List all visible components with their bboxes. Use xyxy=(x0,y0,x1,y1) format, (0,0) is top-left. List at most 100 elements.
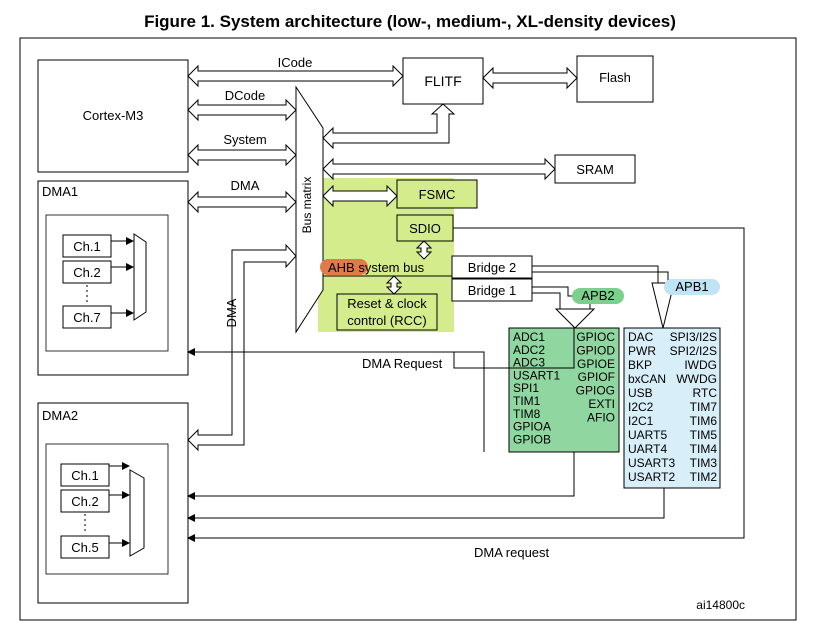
dma2-label: DMA2 xyxy=(42,408,78,423)
sram-block xyxy=(554,154,636,184)
dma-request-upper-label: DMA Request xyxy=(362,356,443,371)
apb2-peripheral-gpioa: GPIOA xyxy=(513,420,551,434)
apb1-peripheral-usart3: USART3 xyxy=(628,456,675,470)
figure-frame xyxy=(19,37,797,621)
apb1-peripheral-wwdg: WWDG xyxy=(676,372,717,386)
apb2-peripheral-spi1: SPI1 xyxy=(513,381,539,395)
dma-request-line-apb1-to-dma2 xyxy=(187,488,665,522)
system-label: System xyxy=(223,132,266,147)
bus-matrix-block xyxy=(295,85,324,334)
flitf-label: FLITF xyxy=(424,73,461,89)
fsmc-block xyxy=(396,179,478,209)
dma-label: DMA xyxy=(231,178,260,193)
apb1-peripheral-bxcan: bxCAN xyxy=(628,372,666,386)
apb1-peripheral-usart2: USART2 xyxy=(628,470,675,484)
apb1-peripheral-i2c1: I2C1 xyxy=(628,414,654,428)
matrix-flitf-arrow xyxy=(322,103,456,150)
flitf-flash-arrow xyxy=(482,66,578,90)
apb1-peripheral-spi3-i2s: SPI3/I2S xyxy=(670,330,717,344)
sdio-ahb-arrow xyxy=(415,240,433,260)
apb2-tag xyxy=(572,288,624,304)
apb2-peripheral-tim8: TIM8 xyxy=(513,407,541,421)
dma1-block xyxy=(37,180,189,376)
apb2-peripheral-gpioc: GPIOC xyxy=(576,330,615,344)
bridge1-block xyxy=(451,278,533,302)
dma1-channel-1 xyxy=(62,234,112,258)
apb1-peripheral-pwr: PWR xyxy=(628,344,656,358)
apb1-peripheral-bkp: BKP xyxy=(628,358,652,372)
apb1-tag xyxy=(664,279,720,295)
flitf-block xyxy=(402,57,484,105)
bridge1-label: Bridge 1 xyxy=(468,283,516,298)
apb2-tag-label: APB2 xyxy=(581,288,614,303)
apb1-peripheral-uart4: UART4 xyxy=(628,442,667,456)
apb1-tag-label: APB1 xyxy=(675,279,708,294)
dma1-channel-7-label: Ch.7 xyxy=(73,310,100,325)
apb2-peripheral-tim1: TIM1 xyxy=(513,394,541,408)
apb1-peripheral-tim6: TIM6 xyxy=(690,414,718,428)
apb1-peripheral-tim3: TIM3 xyxy=(690,456,718,470)
sdio-label: SDIO xyxy=(409,221,441,236)
dma-request-line-apb1-to-dma1 xyxy=(453,328,575,369)
figure-id: ai14800c xyxy=(696,598,745,612)
apb1-right-column: SPI3/I2SSPI2/I2SIWDGWWDGRTCTIM7TIM6TIM5T… xyxy=(670,330,718,484)
ahb-bus-highlight xyxy=(320,259,368,275)
figure-title: Figure 1. System architecture (low-, med… xyxy=(144,12,676,31)
cortex-m3-label: Cortex-M3 xyxy=(83,108,144,123)
cortex-m3-block xyxy=(37,59,189,173)
apb2-peripheral-usart1: USART1 xyxy=(513,368,560,382)
apb1-peripheral-tim5: TIM5 xyxy=(690,428,718,442)
dma2-bus-arrow xyxy=(187,243,297,452)
apb1-peripheral-usb: USB xyxy=(628,386,653,400)
dma2-channel-5 xyxy=(60,535,110,559)
apb2-peripheral-gpiof: GPIOF xyxy=(578,370,615,384)
flash-block xyxy=(576,55,654,103)
dma-vertical-label: DMA xyxy=(224,298,239,327)
apb1-peripheral-tim7: TIM7 xyxy=(690,400,718,414)
bridge2-block xyxy=(451,255,533,279)
icode-bus-arrow xyxy=(187,64,404,88)
apb1-entry-arrow xyxy=(651,282,675,329)
sdio-block xyxy=(396,214,454,242)
dcode-label: DCode xyxy=(225,88,265,103)
dma1-channel-2 xyxy=(62,260,112,284)
bus-matrix-label: Bus matrix xyxy=(300,177,314,234)
dma-request-line-sdio xyxy=(187,227,745,542)
dma-request-line-apb2-to-dma1 xyxy=(187,348,485,452)
apb2-peripheral-gpioe: GPIOE xyxy=(577,357,615,371)
apb2-peripheral-adc2: ADC2 xyxy=(513,343,545,357)
dma2-arbiter xyxy=(129,469,145,557)
apb1-peripheral-i2c2: I2C2 xyxy=(628,400,654,414)
dcode-bus-arrow xyxy=(187,98,297,122)
apb1-left-column: DACPWRBKPbxCANUSBI2C2I2C1UART5UART4USART… xyxy=(628,330,675,484)
dma2-channel-2 xyxy=(60,489,110,513)
flash-label: Flash xyxy=(599,70,631,85)
apb1-peripherals-block xyxy=(623,327,721,489)
icode-label: ICode xyxy=(278,55,313,70)
rcc-label-line1: Reset & clock xyxy=(347,296,427,311)
dma2-channel-1 xyxy=(60,463,110,487)
matrix-fsmc-arrow xyxy=(322,184,398,208)
bridge1-apb2-return xyxy=(532,292,561,309)
apb1-peripheral-tim4: TIM4 xyxy=(690,442,718,456)
dma-bus-arrow xyxy=(187,190,297,214)
matrix-sram-arrow xyxy=(322,157,556,181)
dma1-channel-7 xyxy=(62,305,112,329)
apb2-peripheral-gpiog: GPIOG xyxy=(576,384,615,398)
fsmc-label: FSMC xyxy=(419,187,456,202)
dma-request-line-apb2-to-dma2 xyxy=(187,452,575,500)
dma1-arbiter xyxy=(133,233,147,321)
sram-label: SRAM xyxy=(576,162,614,177)
apb1-peripheral-dac: DAC xyxy=(628,330,654,344)
dma1-label: DMA1 xyxy=(42,184,78,199)
dma-request-lower-label: DMA request xyxy=(474,545,550,560)
apb1-peripheral-tim2: TIM2 xyxy=(690,470,718,484)
dma2-inner-frame xyxy=(45,443,169,575)
apb2-peripherals-block xyxy=(508,327,620,453)
system-bus-arrow xyxy=(187,143,297,167)
dma1-inner-frame xyxy=(45,214,169,352)
apb2-peripheral-gpiod: GPIOD xyxy=(576,343,615,357)
apb1-peripheral-iwdg: IWDG xyxy=(684,358,717,372)
